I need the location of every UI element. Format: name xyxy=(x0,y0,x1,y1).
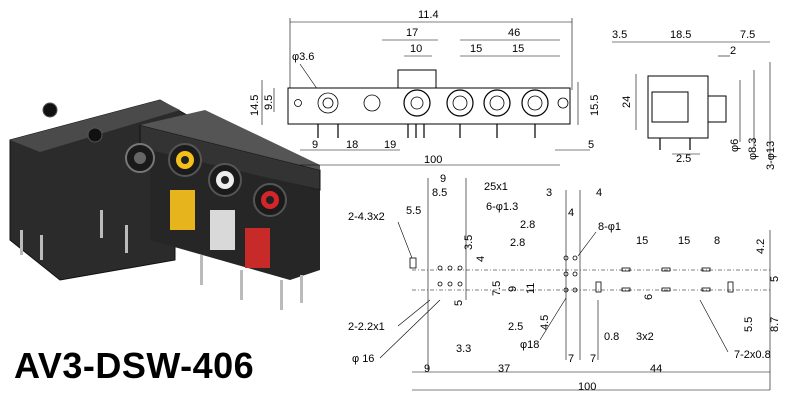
front-dim-15-5: 15.5 xyxy=(589,95,601,116)
product-photo xyxy=(9,99,321,310)
front-dim-100: 100 xyxy=(424,154,442,166)
pcb-dim-2-5: 2.5 xyxy=(508,321,523,333)
pcb-dim-3-5: 3.5 xyxy=(463,235,475,250)
front-dim-15b: 15 xyxy=(512,43,524,55)
pcb-dim-5-right: 5 xyxy=(769,276,781,282)
model-name: AV3-DSW-406 xyxy=(14,345,255,386)
side-dim-3-phi13: 3-φ13 xyxy=(765,141,777,170)
front-dim-15a: 15 xyxy=(470,43,482,55)
pcb-dim-4-left: 4 xyxy=(475,256,487,262)
pcb-dim-2-8b: 2.8 xyxy=(510,237,525,249)
pcb-dim-2-8a: 2.8 xyxy=(520,219,535,231)
pcb-dim-4-2: 4.2 xyxy=(755,239,767,254)
pcb-dim-9-top: 9 xyxy=(440,173,446,185)
front-dim-18: 18 xyxy=(346,139,358,151)
pcb-dim-3x2: 3x2 xyxy=(636,331,654,343)
front-dim-19: 19 xyxy=(384,139,396,151)
pcb-dim-phi18: φ18 xyxy=(520,339,539,351)
front-dim-46: 46 xyxy=(508,27,520,39)
pcb-dim-5-mid: 5 xyxy=(453,300,465,306)
front-dim-9: 9 xyxy=(312,139,318,151)
front-dim-14-5: 14.5 xyxy=(249,95,261,116)
side-dim-2-5: 2.5 xyxy=(676,153,691,165)
pcb-dim-8-phi1: 8-φ1 xyxy=(598,221,621,233)
pcb-dim-6: 6 xyxy=(643,294,655,300)
pcb-dim-15a: 15 xyxy=(636,235,648,247)
side-dim-3-5: 3.5 xyxy=(612,29,627,41)
pcb-dim-37: 37 xyxy=(498,363,510,375)
side-dim-7-5: 7.5 xyxy=(740,29,755,41)
front-dim-5: 5 xyxy=(588,139,594,151)
front-hole-label: φ3.6 xyxy=(292,51,314,63)
front-dim-overall: 11.4 xyxy=(418,9,439,21)
pcb-dim-44: 44 xyxy=(650,363,662,375)
pcb-dim-phi16: φ 16 xyxy=(352,353,374,365)
front-dim-17: 17 xyxy=(406,27,418,39)
pcb-dim-7-2x0-8: 7-2x0.8 xyxy=(734,349,771,361)
pcb-dim-4-5: 4.5 xyxy=(539,315,551,330)
pcb-dim-100: 100 xyxy=(578,381,596,393)
pcb-dim-7a: 7 xyxy=(568,353,574,365)
pcb-dim-11: 11 xyxy=(525,283,537,294)
pcb-dim-3-3: 3.3 xyxy=(456,343,471,355)
side-dim-phi6: φ6 xyxy=(729,139,741,152)
side-dim-2: 2 xyxy=(730,45,736,57)
pcb-dim-25x1: 25x1 xyxy=(484,181,508,193)
front-dim-9-5: 9.5 xyxy=(263,95,275,110)
pcb-dim-4-top: 4 xyxy=(596,187,602,199)
pcb-dim-5-5-right: 5.5 xyxy=(743,317,755,332)
pcb-dim-7-5: 7.5 xyxy=(491,281,503,296)
pcb-dim-3: 3 xyxy=(546,187,552,199)
front-dim-10: 10 xyxy=(410,43,422,55)
pcb-dim-0-8: 0.8 xyxy=(604,331,619,343)
pcb-dim-2-4-3x2: 2-4.3x2 xyxy=(348,211,385,223)
pcb-dim-9-bottom: 9 xyxy=(424,363,430,375)
pcb-dim-4-mid: 4 xyxy=(568,207,574,219)
pcb-dim-15b: 15 xyxy=(678,235,690,247)
side-dim-18-5: 18.5 xyxy=(670,29,691,41)
pcb-dim-8-5: 8.5 xyxy=(432,187,447,199)
pcb-dim-9-mid: 9 xyxy=(507,286,519,292)
pcb-dim-7b: 7 xyxy=(590,353,596,365)
pcb-dim-2-2-2x1: 2-2.2x1 xyxy=(348,321,385,333)
pcb-dim-6-phi1-3: 6-φ1.3 xyxy=(486,201,518,213)
pcb-dim-5-5: 5.5 xyxy=(406,205,421,217)
pcb-dim-8-7: 8.7 xyxy=(769,317,781,332)
side-dim-24: 24 xyxy=(621,96,633,108)
side-dim-phi8-3: φ8.3 xyxy=(747,138,759,160)
pcb-dim-8: 8 xyxy=(714,235,720,247)
